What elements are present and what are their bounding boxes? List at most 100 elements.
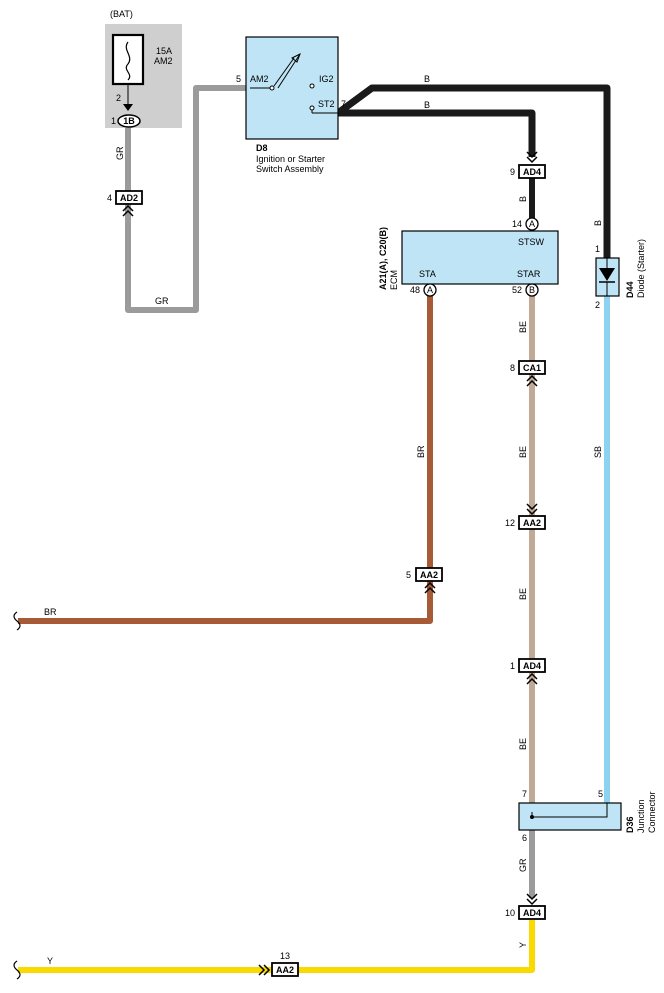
wire-label-b-lower: B — [424, 100, 430, 110]
diode-pin-bottom: 2 — [595, 300, 600, 310]
chevron-down-icon — [526, 503, 538, 511]
junction-pin-5: 5 — [598, 789, 603, 799]
connector-aa2-br: AA2 5 — [406, 567, 443, 594]
wire-label-b-vert: B — [518, 196, 528, 202]
svg-text:1: 1 — [510, 661, 515, 671]
wire-label-sb: SB — [593, 446, 603, 458]
chevron-up-icon — [122, 204, 134, 212]
svg-text:A: A — [427, 285, 433, 295]
chevron-up-icon — [526, 374, 538, 382]
ecm-label-star: STAR — [517, 269, 541, 279]
svg-text:5: 5 — [406, 570, 411, 580]
switch-pin-st2: 7 — [341, 99, 346, 109]
wire-label-br-horiz: BR — [44, 607, 57, 617]
connector-aa2-mid: AA2 12 — [505, 503, 546, 530]
wire-label-gr-left: GR — [115, 146, 125, 160]
switch-code: D8 — [256, 143, 268, 153]
wire-label-be-3: BE — [518, 588, 528, 600]
svg-text:AD4: AD4 — [523, 661, 541, 671]
wire-label-be-1: BE — [518, 321, 528, 333]
svg-text:B: B — [529, 285, 535, 295]
wire-label-y-vert: Y — [518, 942, 528, 948]
wire-b-lower — [338, 109, 536, 157]
fuse-am2 — [111, 33, 145, 128]
svg-text:AA2: AA2 — [420, 570, 438, 580]
wire-label-gr-j: GR — [518, 858, 528, 872]
switch-pin-am2: 5 — [236, 74, 241, 84]
wire-gr — [125, 85, 250, 313]
ecm-label-stsw: STSW — [518, 237, 545, 247]
chevron-up-icon — [526, 672, 538, 680]
svg-text:10: 10 — [505, 908, 515, 918]
chevron-up-icon — [424, 581, 436, 589]
svg-text:CA1: CA1 — [523, 363, 541, 373]
junction-name-2: Connector — [647, 791, 657, 833]
arrow-down-icon — [123, 104, 133, 111]
connector-ad4-top: AD4 9 — [510, 151, 546, 179]
chevron-down-icon — [526, 893, 538, 901]
ecm-name: ECM — [389, 270, 399, 290]
ecm-code: A21(A), C20(B) — [378, 227, 388, 290]
wire-label-b-upper: B — [424, 74, 430, 84]
junction-pin-6: 6 — [522, 833, 527, 843]
connector-ca1: CA1 8 — [510, 360, 546, 387]
svg-text:A: A — [529, 219, 535, 229]
connector-ad4-mid: AD4 1 — [510, 658, 546, 685]
ecm-pin-stsw-num: 14 — [512, 219, 522, 229]
fuse-rating: 15A — [156, 46, 172, 56]
junction-name-1: Junction — [636, 799, 646, 833]
wire-break-y — [13, 960, 21, 980]
switch-label-st2: ST2 — [318, 99, 335, 109]
wire-label-br-vert: BR — [416, 445, 426, 458]
connector-ad4-bot: AD4 10 — [505, 893, 546, 920]
svg-text:9: 9 — [510, 167, 515, 177]
ecm-label-sta: STA — [419, 269, 436, 279]
ecm-pin-sta-num: 48 — [410, 285, 420, 295]
svg-text:AD4: AD4 — [523, 167, 541, 177]
svg-text:12: 12 — [505, 518, 515, 528]
connector-aa2-y: AA2 13 — [258, 951, 299, 977]
switch-lever-icon — [291, 52, 301, 63]
diode-pin-top: 1 — [595, 244, 600, 254]
wire-br — [18, 296, 433, 624]
diode-icon — [599, 268, 615, 281]
chevron-down-icon — [526, 151, 538, 159]
svg-text:4: 4 — [107, 193, 112, 203]
svg-text:AD4: AD4 — [523, 908, 541, 918]
wire-label-be-2: BE — [518, 446, 528, 458]
fuse-pin-left: 1 — [111, 116, 116, 126]
svg-text:AA2: AA2 — [523, 518, 541, 528]
ecm-pin-stsw — [525, 217, 539, 231]
switch-label-am2: AM2 — [250, 74, 269, 84]
chevron-right-icon — [258, 964, 266, 976]
ecm-pin-sta — [423, 283, 437, 297]
wire-label-y-horiz: Y — [47, 956, 53, 966]
diode-code: D44 — [625, 281, 635, 298]
wire-b-upper — [335, 84, 611, 262]
ecm-pin-star — [525, 283, 539, 297]
connector-1b-label: 1B — [123, 116, 135, 126]
wire-y — [18, 920, 535, 973]
fuse-body — [111, 33, 145, 86]
junction-code: D36 — [625, 816, 635, 833]
svg-text:13: 13 — [280, 951, 290, 961]
switch-label-ig2: IG2 — [319, 74, 334, 84]
svg-text:8: 8 — [510, 363, 515, 373]
connector-ad2-left: AD2 4 — [107, 190, 143, 217]
connector-1b — [117, 114, 141, 128]
ecm-pin-star-num: 52 — [512, 285, 522, 295]
wire-break-br — [13, 611, 21, 631]
svg-text:AD2: AD2 — [120, 193, 138, 203]
switch-title-1: Ignition or Starter — [256, 154, 325, 164]
fuse-icon — [125, 41, 131, 81]
fuse-name: AM2 — [154, 56, 173, 66]
diode-name: Diode (Starter) — [636, 239, 646, 298]
wire-label-be-4: BE — [518, 738, 528, 750]
fuse-pin-top: 2 — [116, 93, 121, 103]
wire-label-b-right: B — [593, 220, 603, 226]
ecm-box — [401, 230, 559, 285]
switch-title-2: Switch Assembly — [256, 164, 324, 174]
junction-pin-7: 7 — [522, 789, 527, 799]
fuse-source-label: (BAT) — [110, 9, 133, 19]
